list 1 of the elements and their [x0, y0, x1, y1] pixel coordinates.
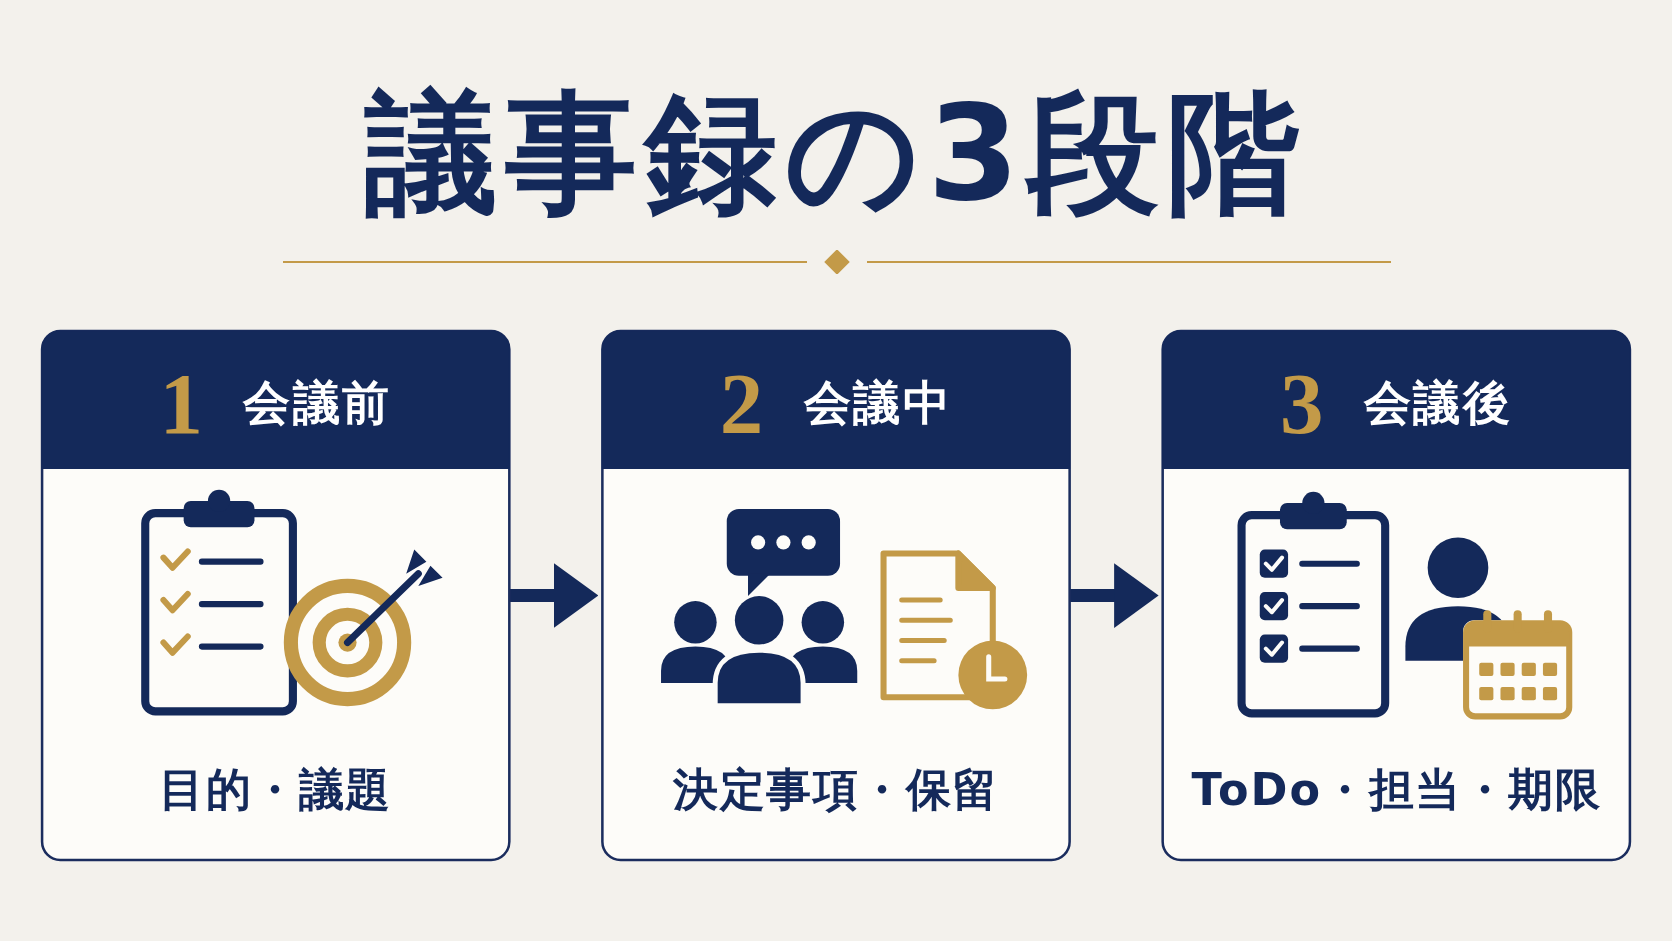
- title: 議事録の3段階: [363, 78, 1309, 230]
